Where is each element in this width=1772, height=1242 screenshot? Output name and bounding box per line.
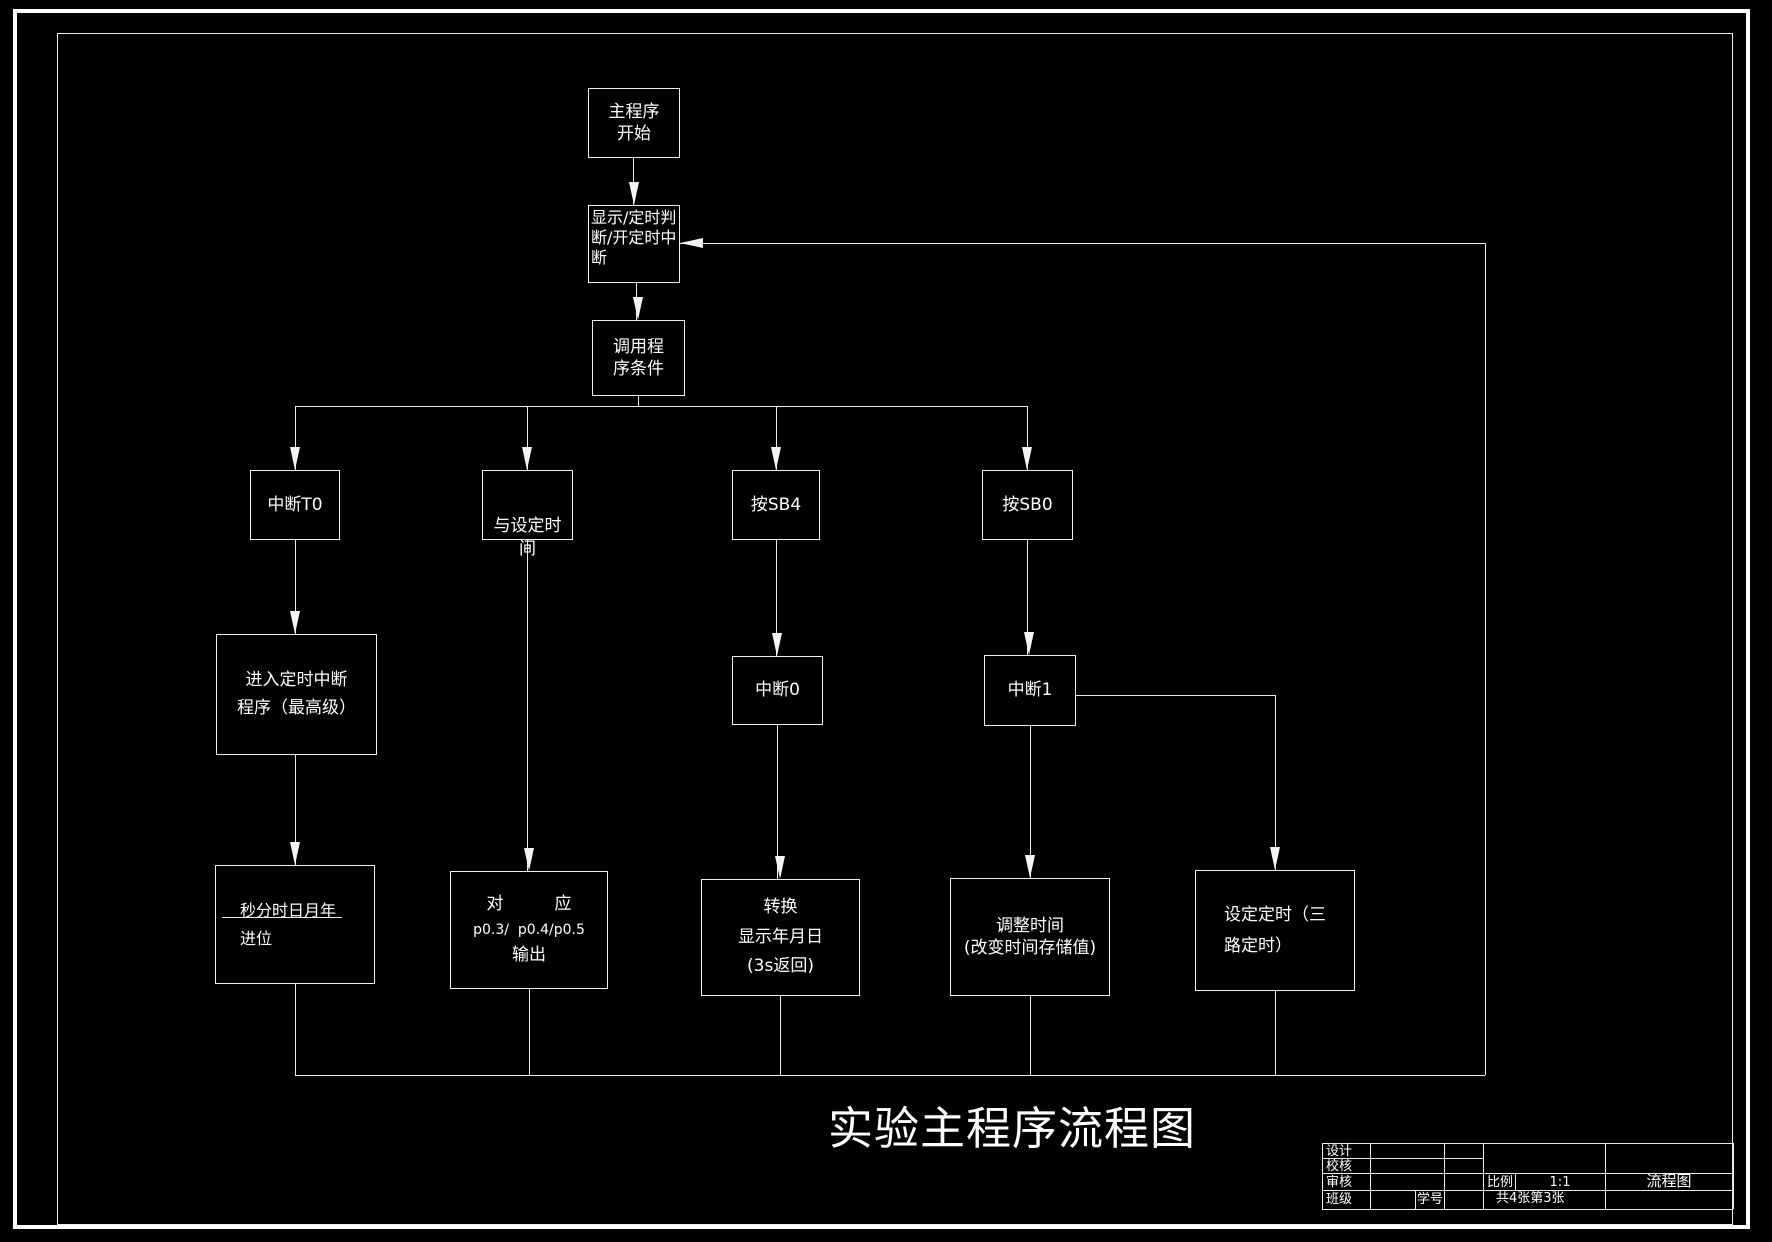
connector-line: [1275, 695, 1276, 870]
arrowhead-icon: [290, 447, 300, 470]
flow-node-interrupt-1: 中断1: [984, 655, 1076, 726]
flow-node-interrupt-0: 中断0: [732, 656, 823, 725]
flow-node-display-judge: 显示/定时判 断/开定时中 断: [588, 205, 680, 283]
connector-line: [1027, 540, 1028, 655]
title-block-line: [1370, 1143, 1371, 1209]
flow-node-call-condition-label: 调用程 序条件: [613, 336, 664, 379]
flow-node-set-timer: 设定定时（三 路定时）: [1195, 870, 1355, 991]
connector-line: [1030, 996, 1031, 1075]
arrowhead-icon: [633, 297, 643, 320]
title-block-student-no-label: 学号: [1417, 1192, 1444, 1207]
flow-node-convert-display-date: 转换 显示年月日 (3s返回): [701, 879, 860, 996]
title-block-line: [1515, 1173, 1516, 1190]
connector-line: [529, 989, 530, 1075]
flow-node-start: 主程序 开始: [588, 88, 680, 158]
arrowhead-icon: [1025, 855, 1035, 878]
title-block-line: [1733, 1143, 1734, 1209]
arrowhead-icon: [1270, 847, 1280, 870]
title-block-line: [1322, 1143, 1733, 1144]
connector-line: [1027, 406, 1028, 470]
connector-line: [1076, 695, 1275, 696]
flow-node-interrupt-1-label: 中断1: [1007, 680, 1053, 701]
title-block-scale-value: 1:1: [1549, 1175, 1571, 1190]
flow-node-port-output-line3: 输出: [512, 945, 546, 966]
title-block-line: [1322, 1209, 1733, 1210]
flow-node-with-set-time: 与设定时 间: [482, 470, 573, 559]
flow-node-interrupt-t0: 中断T0: [250, 470, 340, 540]
flow-node-interrupt-t0-label: 中断T0: [267, 494, 323, 515]
connector-line: [222, 917, 342, 918]
drawing-title: 实验主程序流程图: [828, 1102, 1197, 1155]
title-block-line: [1444, 1143, 1445, 1209]
flow-node-enter-timer-interrupt: 进入定时中断 程序（最高级）: [216, 634, 377, 755]
connector-line: [776, 540, 777, 656]
title-block-class-label: 班级: [1326, 1192, 1353, 1207]
title-block-line: [1322, 1173, 1733, 1174]
connector-line: [1485, 243, 1486, 1075]
title-block-line: [1322, 1143, 1323, 1209]
connector-line: [527, 540, 528, 871]
arrowhead-icon: [1022, 447, 1032, 470]
title-block-line: [1322, 1190, 1733, 1191]
flow-node-start-label: 主程序 开始: [608, 101, 660, 144]
arrowhead-icon: [771, 447, 781, 470]
title-block-sheet-info: 共4张第3张: [1496, 1191, 1565, 1206]
connector-line: [295, 540, 296, 634]
title-block-drawing-name: 流程图: [1646, 1172, 1692, 1190]
flow-node-convert-display-date-label: 转换 显示年月日 (3s返回): [738, 896, 823, 977]
flow-node-interrupt-0-label: 中断0: [755, 680, 800, 701]
connector-line: [295, 406, 296, 470]
title-block-line: [1322, 1158, 1483, 1159]
flow-node-press-sb0-label: 按SB0: [1002, 494, 1053, 515]
arrowhead-icon: [772, 633, 782, 656]
arrowhead-icon: [290, 611, 300, 634]
flow-node-port-output-line2: p0.3/ p0.4/p0.5: [473, 921, 585, 938]
connector-line: [776, 406, 777, 470]
flow-node-enter-timer-interrupt-label: 进入定时中断 程序（最高级）: [237, 670, 356, 718]
inner-border: [57, 33, 1733, 1225]
connector-line: [527, 406, 528, 470]
connector-line: [638, 396, 639, 406]
flow-node-time-carry: 秒分时日月年 进位: [215, 865, 375, 984]
flow-node-set-timer-label: 设定定时（三 路定时）: [1224, 904, 1326, 956]
flow-node-press-sb0: 按SB0: [982, 470, 1073, 540]
flow-node-with-set-time-label: 与设定时 间: [493, 516, 562, 559]
flow-node-port-output-line1: 对 应: [486, 894, 572, 915]
connector-line: [780, 996, 781, 1075]
flow-node-press-sb4-label: 按SB4: [750, 494, 802, 515]
arrowhead-icon: [1024, 632, 1034, 655]
flow-node-time-carry-label: 秒分时日月年 进位: [240, 901, 337, 948]
connector-line: [295, 984, 296, 1075]
connector-line: [295, 406, 1028, 407]
title-block-review-label: 审核: [1326, 1175, 1353, 1190]
flow-node-press-sb4: 按SB4: [732, 470, 820, 540]
arrowhead-icon: [524, 848, 534, 871]
flow-node-display-judge-label: 显示/定时判 断/开定时中 断: [591, 208, 677, 267]
arrowhead-icon: [629, 182, 639, 205]
connector-line: [1030, 726, 1031, 878]
title-block-design-label: 设计: [1326, 1144, 1353, 1159]
title-block-line: [1415, 1190, 1416, 1209]
title-block-scale-label: 比例: [1487, 1175, 1514, 1190]
flow-node-adjust-time-label: 调整时间 (改变时间存储值): [963, 915, 1097, 958]
title-block-line: [1483, 1143, 1484, 1209]
connector-line: [295, 1075, 1485, 1076]
outer-border: [13, 9, 1750, 1229]
arrowhead-icon: [775, 856, 785, 879]
connector-line: [295, 755, 296, 865]
title-block-check-label: 校核: [1326, 1159, 1353, 1174]
title-block-line: [1605, 1143, 1606, 1209]
connector-line: [680, 243, 1485, 244]
arrowhead-icon: [680, 238, 703, 248]
flow-node-adjust-time: 调整时间 (改变时间存储值): [950, 878, 1110, 996]
flow-node-call-condition: 调用程 序条件: [592, 320, 685, 396]
arrowhead-icon: [522, 447, 532, 470]
connector-line: [1275, 991, 1276, 1075]
connector-line: [633, 158, 634, 205]
flow-node-port-output: 对 应 p0.3/ p0.4/p0.5 输出: [450, 871, 608, 989]
connector-line: [777, 725, 778, 879]
arrowhead-icon: [290, 842, 300, 865]
